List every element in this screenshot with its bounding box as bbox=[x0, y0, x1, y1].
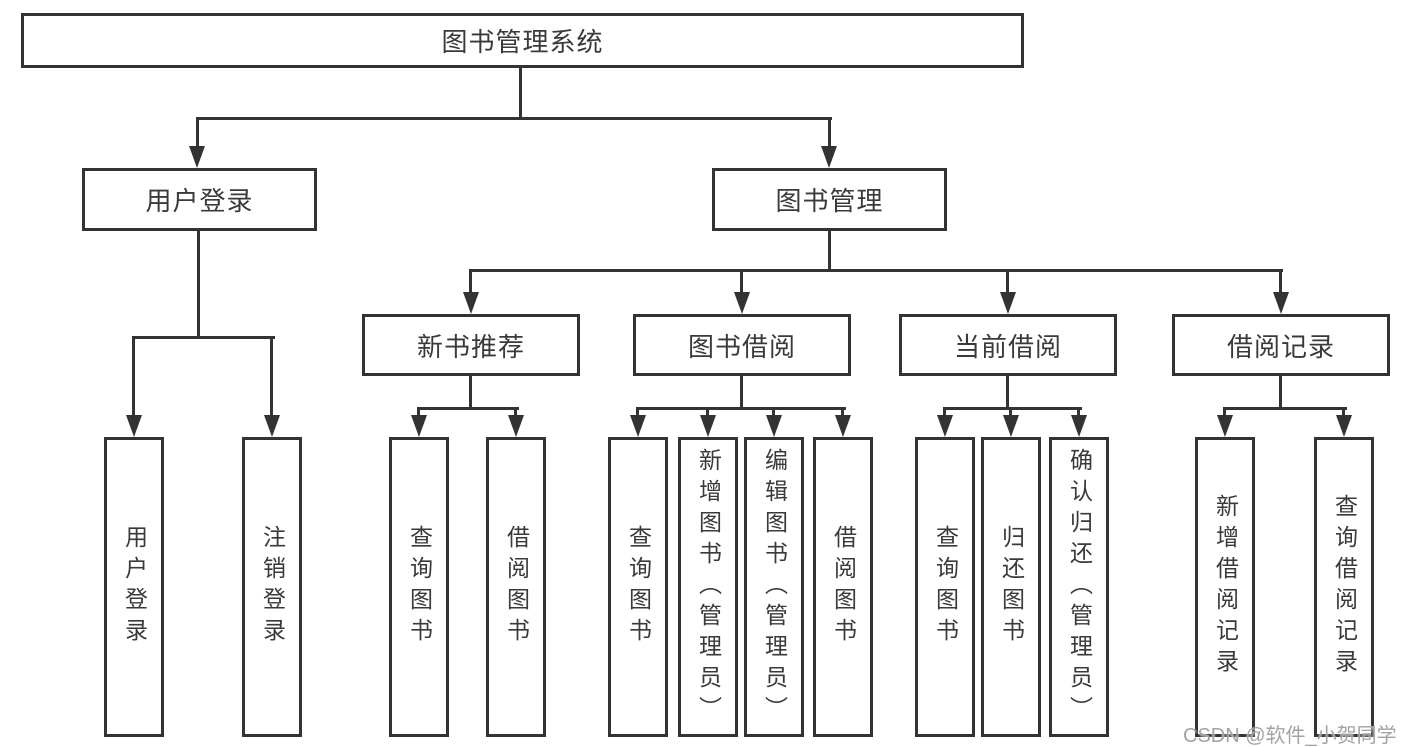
leaf-cb-confirm-return: 确认归还（管理员） bbox=[1049, 437, 1109, 737]
connector-borrow-records-rail bbox=[1223, 407, 1347, 410]
connector-drop-user-login-leaf bbox=[132, 336, 135, 416]
arrow-to-rec-query bbox=[411, 415, 427, 437]
connector-book-mgmt-rail bbox=[469, 269, 1283, 272]
arrow-to-bb-edit bbox=[766, 415, 782, 437]
arrow-to-book-mgmt bbox=[821, 146, 837, 168]
node-current-borrow: 当前借阅 bbox=[899, 314, 1117, 376]
csdn-watermark: CSDN @软件_小贺同学 bbox=[1183, 725, 1397, 747]
node-book-mgmt: 图书管理 bbox=[712, 168, 947, 231]
connector-user-login-stem bbox=[197, 231, 200, 339]
node-borrow-records-label: 借阅记录 bbox=[1226, 331, 1335, 362]
node-book-borrow: 图书借阅 bbox=[633, 314, 851, 376]
leaf-bb-query-books-label: 查询图书 bbox=[625, 525, 652, 649]
leaf-bb-add-books-label: 新增图书（管理员） bbox=[695, 447, 722, 727]
connector-drop-rec-borrow bbox=[514, 407, 517, 417]
connector-drop-bb-borrow bbox=[841, 407, 844, 417]
arrow-to-logout bbox=[264, 415, 280, 437]
connector-user-login-rail bbox=[132, 336, 275, 339]
node-root: 图书管理系统 bbox=[21, 13, 1024, 68]
connector-drop-bb-query bbox=[636, 407, 639, 417]
leaf-bb-add-books: 新增图书（管理员） bbox=[678, 437, 738, 737]
arrow-to-new-book-rec bbox=[463, 292, 479, 314]
leaf-bb-query-books: 查询图书 bbox=[608, 437, 668, 737]
connector-root-rail bbox=[196, 117, 832, 120]
leaf-cb-return-books: 归还图书 bbox=[981, 437, 1041, 737]
arrow-to-bb-query bbox=[630, 415, 646, 437]
connector-drop-cb-query bbox=[943, 407, 946, 417]
leaf-br-query-record: 查询借阅记录 bbox=[1314, 437, 1374, 737]
leaf-br-query-record-label: 查询借阅记录 bbox=[1331, 494, 1358, 680]
node-new-book-rec-label: 新书推荐 bbox=[416, 331, 525, 362]
node-root-label: 图书管理系统 bbox=[441, 27, 604, 57]
connector-borrow-records-stem bbox=[1279, 376, 1282, 410]
arrow-to-bb-add bbox=[700, 415, 716, 437]
connector-book-borrow-rail bbox=[636, 407, 846, 410]
connector-drop-br-add bbox=[1223, 407, 1226, 417]
arrow-to-cb-query bbox=[937, 415, 953, 437]
leaf-br-add-record-label: 新增借阅记录 bbox=[1212, 494, 1239, 680]
connector-current-borrow-stem bbox=[1006, 376, 1009, 410]
arrow-to-cb-confirm bbox=[1071, 415, 1087, 437]
connector-drop-rec-query bbox=[417, 407, 420, 417]
arrow-to-cb-return bbox=[1003, 415, 1019, 437]
arrow-to-user-login-leaf bbox=[126, 415, 142, 437]
leaf-cb-query-books: 查询图书 bbox=[915, 437, 975, 737]
leaf-rec-query-books-label: 查询图书 bbox=[406, 525, 433, 649]
leaf-bb-borrow-books-label: 借阅图书 bbox=[830, 525, 857, 649]
leaf-user-login: 用户登录 bbox=[104, 437, 164, 737]
leaf-rec-borrow-books-label: 借阅图书 bbox=[503, 525, 530, 649]
connector-drop-br-query bbox=[1342, 407, 1345, 417]
leaf-bb-borrow-books: 借阅图书 bbox=[813, 437, 873, 737]
connector-root-drop-user-login bbox=[196, 117, 199, 147]
arrow-to-borrow-records bbox=[1273, 292, 1289, 314]
arrow-to-book-borrow bbox=[734, 292, 750, 314]
connector-new-book-rec-stem bbox=[469, 376, 472, 410]
leaf-cb-query-books-label: 查询图书 bbox=[932, 525, 959, 649]
leaf-br-add-record: 新增借阅记录 bbox=[1195, 437, 1255, 737]
arrow-to-br-add bbox=[1217, 415, 1233, 437]
node-book-mgmt-label: 图书管理 bbox=[775, 186, 884, 216]
leaf-cb-return-books-label: 归还图书 bbox=[998, 525, 1025, 649]
node-new-book-rec: 新书推荐 bbox=[362, 314, 580, 376]
arrow-to-rec-borrow bbox=[508, 415, 524, 437]
node-user-login: 用户登录 bbox=[82, 168, 317, 231]
arrow-to-current-borrow bbox=[1000, 292, 1016, 314]
connector-root-stem bbox=[519, 68, 522, 120]
arrow-to-user-login bbox=[189, 146, 205, 168]
node-current-borrow-label: 当前借阅 bbox=[953, 331, 1062, 362]
connector-drop-borrow-records bbox=[1279, 269, 1282, 293]
connector-drop-new-book-rec bbox=[469, 269, 472, 293]
leaf-cb-confirm-return-label: 确认归还（管理员） bbox=[1066, 447, 1093, 727]
connector-drop-bb-add bbox=[706, 407, 709, 417]
connector-drop-current-borrow bbox=[1006, 269, 1009, 293]
node-borrow-records: 借阅记录 bbox=[1172, 314, 1390, 376]
connector-current-borrow-rail bbox=[943, 407, 1082, 410]
leaf-bb-edit-books-label: 编辑图书（管理员） bbox=[761, 447, 788, 727]
arrow-to-bb-borrow bbox=[835, 415, 851, 437]
connector-drop-bb-edit bbox=[772, 407, 775, 417]
leaf-user-login-label: 用户登录 bbox=[121, 525, 148, 649]
connector-drop-logout bbox=[270, 336, 273, 416]
connector-new-book-rec-rail bbox=[417, 407, 519, 410]
connector-root-drop-book-mgmt bbox=[828, 117, 831, 147]
connector-drop-book-borrow bbox=[740, 269, 743, 293]
leaf-bb-edit-books: 编辑图书（管理员） bbox=[744, 437, 804, 737]
leaf-logout-label: 注销登录 bbox=[259, 525, 286, 649]
node-book-borrow-label: 图书借阅 bbox=[687, 331, 796, 362]
leaf-logout: 注销登录 bbox=[242, 437, 302, 737]
leaf-rec-borrow-books: 借阅图书 bbox=[486, 437, 546, 737]
arrow-to-br-query bbox=[1336, 415, 1352, 437]
leaf-rec-query-books: 查询图书 bbox=[389, 437, 449, 737]
connector-book-borrow-stem bbox=[740, 376, 743, 410]
connector-drop-cb-confirm bbox=[1077, 407, 1080, 417]
connector-book-mgmt-stem bbox=[828, 231, 831, 272]
connector-drop-cb-return bbox=[1009, 407, 1012, 417]
node-user-login-label: 用户登录 bbox=[145, 186, 254, 216]
